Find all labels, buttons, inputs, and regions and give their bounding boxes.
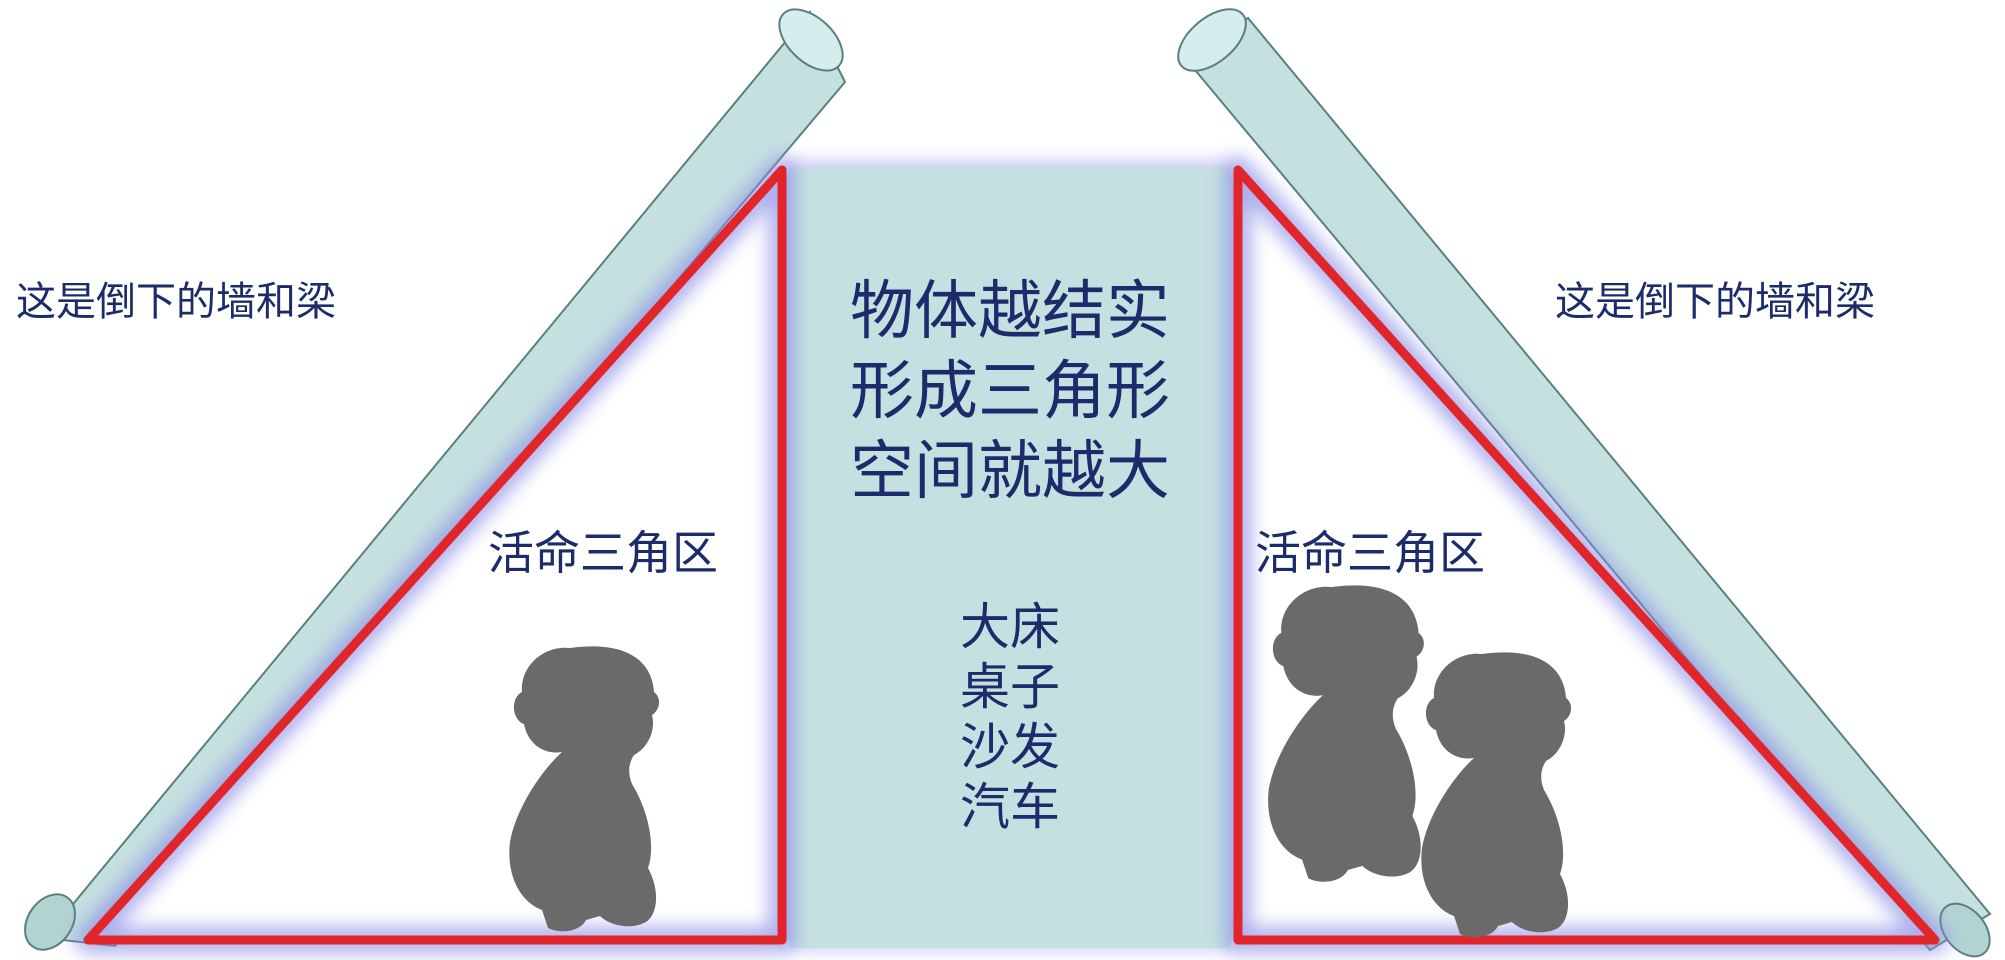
- right-survival-zone-label: 活命三角区: [1255, 526, 1485, 580]
- center-line-3: 空间就越大: [850, 435, 1170, 509]
- object-item-table: 桌子: [960, 658, 1060, 716]
- center-line-2: 形成三角形: [850, 355, 1170, 429]
- left-wall-label: 这是倒下的墙和梁: [16, 279, 336, 325]
- object-item-car: 汽车: [960, 778, 1060, 836]
- left-fallen-beam: [24, 8, 847, 951]
- right-wall-label: 这是倒下的墙和梁: [1555, 279, 1875, 325]
- center-line-1: 物体越结实: [850, 275, 1170, 349]
- right-survival-triangle: [1225, 157, 1948, 953]
- central-support-pillar: [785, 163, 1235, 948]
- object-item-bed: 大床: [960, 598, 1060, 656]
- left-survival-zone-label: 活命三角区: [488, 526, 718, 580]
- object-item-sofa: 沙发: [960, 718, 1060, 776]
